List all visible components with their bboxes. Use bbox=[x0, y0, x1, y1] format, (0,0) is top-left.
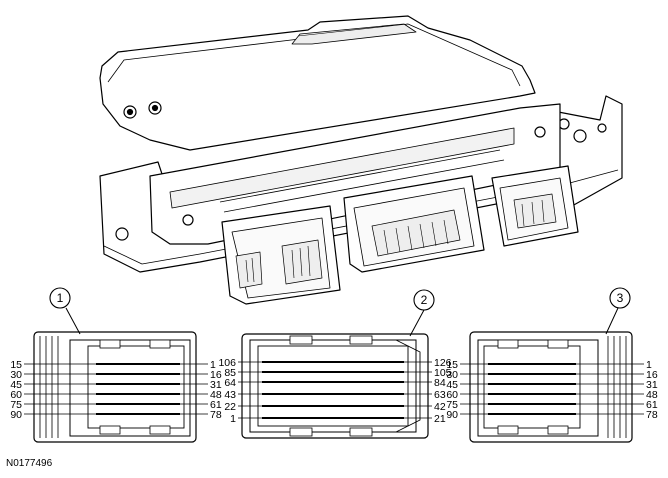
pin-label: 106 bbox=[218, 357, 236, 369]
callout-leaders bbox=[65, 307, 619, 337]
pin-label: 75 bbox=[10, 399, 22, 411]
callout-1-label: 1 bbox=[57, 291, 64, 305]
pin-label: 75 bbox=[446, 399, 458, 411]
pin-label: 60 bbox=[446, 389, 458, 401]
connector-2-left-pins: 106 85 64 43 22 1 bbox=[218, 357, 236, 425]
pin-label: 64 bbox=[224, 377, 236, 389]
pin-label: 60 bbox=[10, 389, 22, 401]
pin-label: 45 bbox=[10, 379, 22, 391]
pin-label: 22 bbox=[224, 401, 236, 413]
pin-label: 48 bbox=[210, 389, 222, 401]
pin-label: 16 bbox=[646, 369, 658, 381]
pin-label: 31 bbox=[210, 379, 222, 391]
pin-label: 30 bbox=[10, 369, 22, 381]
pin-leader-lines bbox=[24, 361, 644, 419]
pin-label: 78 bbox=[210, 409, 222, 421]
pin-label: 61 bbox=[646, 399, 658, 411]
pin-label: 84 bbox=[434, 377, 446, 389]
pin-label: 48 bbox=[646, 389, 658, 401]
pin-label: 15 bbox=[10, 359, 22, 371]
connector-2-right-pins: 126 105 84 63 42 21 bbox=[434, 357, 452, 425]
pin-label: 15 bbox=[446, 359, 458, 371]
connector-1-face bbox=[33, 331, 197, 443]
pin-label: 63 bbox=[434, 389, 446, 401]
connector-1-right-pins: 1 16 31 48 61 78 bbox=[210, 359, 222, 421]
callout-2-label: 2 bbox=[421, 293, 428, 307]
pin-label: 1 bbox=[646, 359, 652, 371]
pin-label: 78 bbox=[646, 409, 658, 421]
pin-label: 90 bbox=[446, 409, 458, 421]
callout-1: 1 bbox=[49, 287, 71, 309]
pcm-module-illustration bbox=[99, 15, 623, 305]
pin-label: 105 bbox=[434, 367, 452, 379]
connector-3-left-pins: 15 30 45 60 75 90 bbox=[446, 359, 458, 421]
connector-3-face bbox=[469, 331, 633, 443]
pin-label: 90 bbox=[10, 409, 22, 421]
callout-3: 3 bbox=[609, 287, 631, 309]
connector-1-left-pins: 15 30 45 60 75 90 bbox=[10, 359, 22, 421]
pin-label: 21 bbox=[434, 413, 446, 425]
pin-label: 43 bbox=[224, 389, 236, 401]
pin-label: 1 bbox=[230, 413, 236, 425]
connector-2-face bbox=[241, 333, 429, 439]
figure-id: N0177496 bbox=[6, 458, 53, 469]
pin-label: 45 bbox=[446, 379, 458, 391]
callout-2: 2 bbox=[413, 289, 435, 311]
pin-label: 16 bbox=[210, 369, 222, 381]
pin-label: 1 bbox=[210, 359, 216, 371]
pin-label: 30 bbox=[446, 369, 458, 381]
connector-3-right-pins: 1 16 31 48 61 78 bbox=[646, 359, 658, 421]
pin-label: 42 bbox=[434, 401, 446, 413]
callout-3-label: 3 bbox=[617, 291, 624, 305]
pin-label: 61 bbox=[210, 399, 222, 411]
pin-label: 126 bbox=[434, 357, 452, 369]
pin-label: 85 bbox=[224, 367, 236, 379]
pin-label: 31 bbox=[646, 379, 658, 391]
